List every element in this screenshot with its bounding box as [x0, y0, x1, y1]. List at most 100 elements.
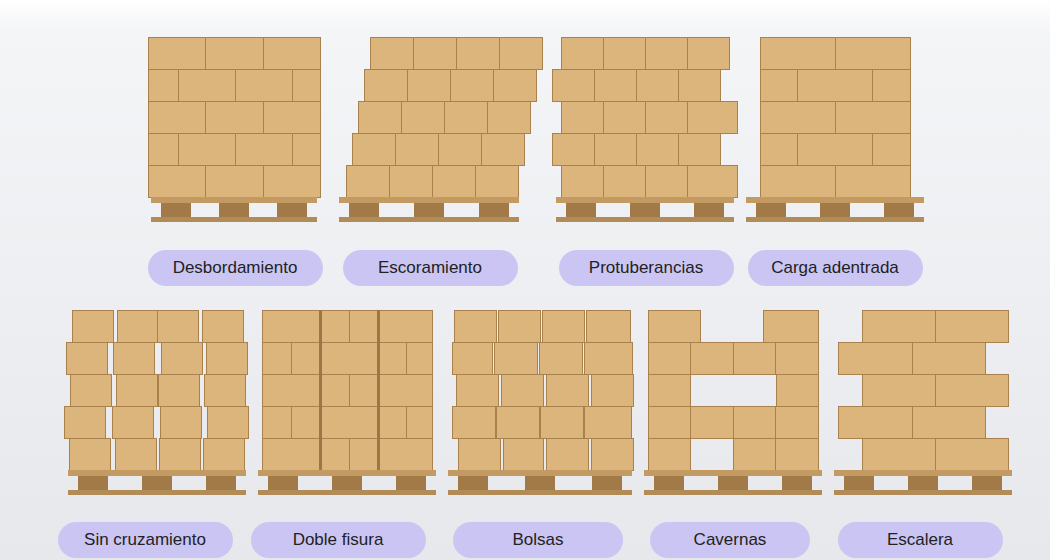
cargo-box [649, 375, 691, 407]
cargo-box [562, 38, 604, 70]
label-pill: Cavernas [650, 522, 810, 558]
cargo-box [798, 70, 873, 102]
cargo-box [371, 38, 414, 70]
pill-label: Escoramiento [378, 258, 482, 278]
cargo-box [149, 166, 206, 198]
box-stacks [65, 38, 1009, 471]
pallet-part [448, 490, 632, 495]
cargo-box [206, 102, 264, 134]
cargo-box [149, 102, 206, 134]
pallet-part [448, 470, 632, 476]
cargo-box [541, 407, 584, 439]
cargo-box [863, 439, 936, 471]
cargo-box [499, 311, 541, 343]
cargo-box [547, 439, 589, 471]
pallet-part [756, 203, 786, 217]
cargo-box [439, 134, 482, 166]
cargo-box [414, 38, 457, 70]
cargo-box [350, 375, 378, 407]
cargo-box [457, 38, 500, 70]
pallet-part [339, 197, 519, 203]
cargo-box [649, 311, 701, 343]
cargo-box [836, 166, 911, 198]
cargo-box [649, 439, 691, 471]
cargo-box [637, 70, 679, 102]
cargo-box [587, 311, 631, 343]
cargo-box [117, 375, 158, 407]
cargo-box [263, 407, 292, 439]
pallet-part [782, 476, 812, 490]
cargo-box [453, 407, 496, 439]
pallet-part [746, 217, 924, 222]
cargo-box [455, 311, 497, 343]
pallet-part [592, 476, 622, 490]
cargo-box [408, 70, 451, 102]
cargo-box [204, 439, 245, 471]
cargo-box [761, 134, 798, 166]
cargo-box [149, 38, 206, 70]
cargo-box [604, 102, 646, 134]
label-pill: Protuberancias [559, 250, 734, 286]
cargo-box [263, 343, 292, 375]
cargo-box [776, 407, 819, 439]
pallet-part [78, 476, 108, 490]
cargo-box [839, 343, 913, 375]
cargo-box [322, 343, 379, 375]
cargo-box [604, 38, 646, 70]
cargo-box [396, 134, 439, 166]
cargo-box [159, 375, 200, 407]
cargo-box [646, 38, 688, 70]
cargo-box [798, 134, 873, 166]
cargo-box [365, 70, 408, 102]
pill-label: Doble fisura [293, 530, 384, 550]
cargo-box [263, 439, 321, 471]
cargo-box [67, 343, 108, 375]
cargo-box [761, 166, 836, 198]
cargo-box [70, 439, 111, 471]
cargo-box [402, 102, 445, 134]
cargo-box [646, 102, 688, 134]
cargo-box [776, 343, 819, 375]
cargo-box [158, 311, 199, 343]
pallet-part [219, 203, 249, 217]
cargo-box [585, 407, 632, 439]
pallet-part [332, 476, 362, 490]
cargo-box [114, 343, 155, 375]
cargo-box [495, 343, 538, 375]
cargo-box [359, 102, 402, 134]
cargo-box [116, 439, 157, 471]
cargo-box [113, 407, 154, 439]
cargo-box [206, 38, 264, 70]
cargo-box [65, 407, 106, 439]
cargo-box [691, 343, 734, 375]
cargo-box [691, 407, 734, 439]
cargo-box [936, 311, 1009, 343]
cargo-box [502, 375, 544, 407]
cargo-box [162, 343, 203, 375]
cargo-box [592, 439, 634, 471]
pill-label: Sin cruzamiento [84, 530, 206, 550]
pallet-part [142, 476, 172, 490]
cargo-box [118, 311, 159, 343]
cargo-box [264, 166, 321, 198]
fissure [319, 310, 322, 470]
pallet-part [654, 476, 684, 490]
cargo-box [264, 102, 321, 134]
cargo-box [649, 343, 691, 375]
cargo-box [149, 70, 179, 102]
cargo-box [322, 407, 379, 439]
pill-label: Cavernas [694, 530, 767, 550]
pallet-part [414, 203, 444, 217]
pallet-part [844, 476, 874, 490]
cargo-box [562, 166, 604, 198]
cargo-box [913, 407, 986, 439]
cargo-box [380, 375, 433, 407]
cargo-box [71, 375, 112, 407]
cargo-box [604, 166, 646, 198]
cargo-box [482, 134, 525, 166]
fissure [377, 310, 380, 470]
cargo-box [688, 38, 730, 70]
cargo-box [553, 70, 595, 102]
cargo-box [777, 375, 819, 407]
cargo-box [451, 70, 494, 102]
